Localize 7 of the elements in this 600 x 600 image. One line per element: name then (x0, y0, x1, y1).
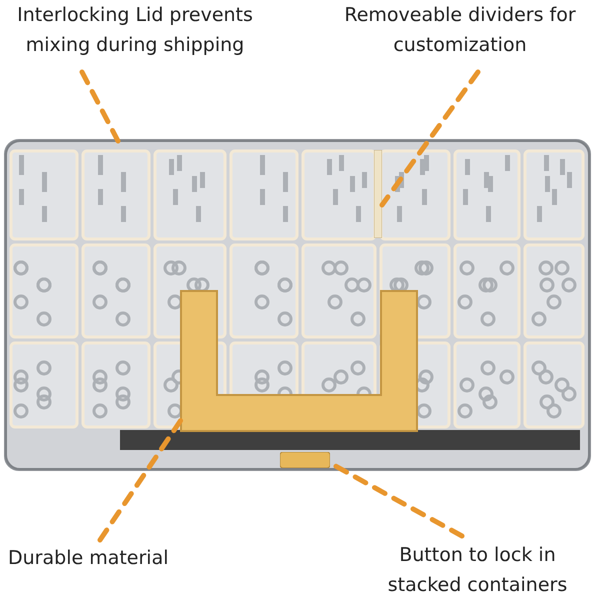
leader-line (80, 70, 120, 144)
leader-line (98, 418, 184, 542)
callout-text: Interlocking Lid prevents mixing during shipping (0, 0, 270, 62)
callout-text: Durable material (8, 543, 208, 575)
callout-text: Button to lock in stacked containers (370, 540, 585, 600)
leader-line (380, 70, 480, 208)
callout-text: Removeable dividers for customization (330, 0, 590, 62)
